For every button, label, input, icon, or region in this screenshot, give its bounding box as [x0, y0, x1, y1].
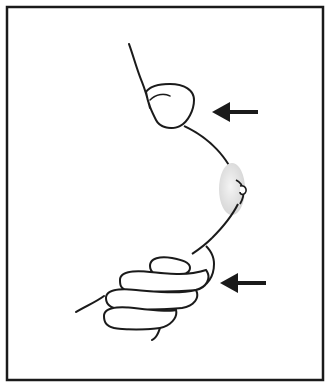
nipple	[239, 185, 247, 196]
arrow-upper	[212, 102, 258, 122]
breast-lower-curve	[211, 203, 239, 239]
lower-wrist-line	[191, 237, 213, 255]
forearm-line	[75, 295, 105, 313]
breast-shading	[219, 163, 245, 215]
torso-outline-lower	[151, 327, 161, 341]
upper-hand-knuckle-line	[149, 93, 171, 101]
lower-hand-back	[195, 245, 216, 291]
arrow-lower	[220, 273, 266, 293]
lower-hand-finger-3	[102, 306, 178, 331]
lower-hand-finger-1	[118, 268, 210, 293]
